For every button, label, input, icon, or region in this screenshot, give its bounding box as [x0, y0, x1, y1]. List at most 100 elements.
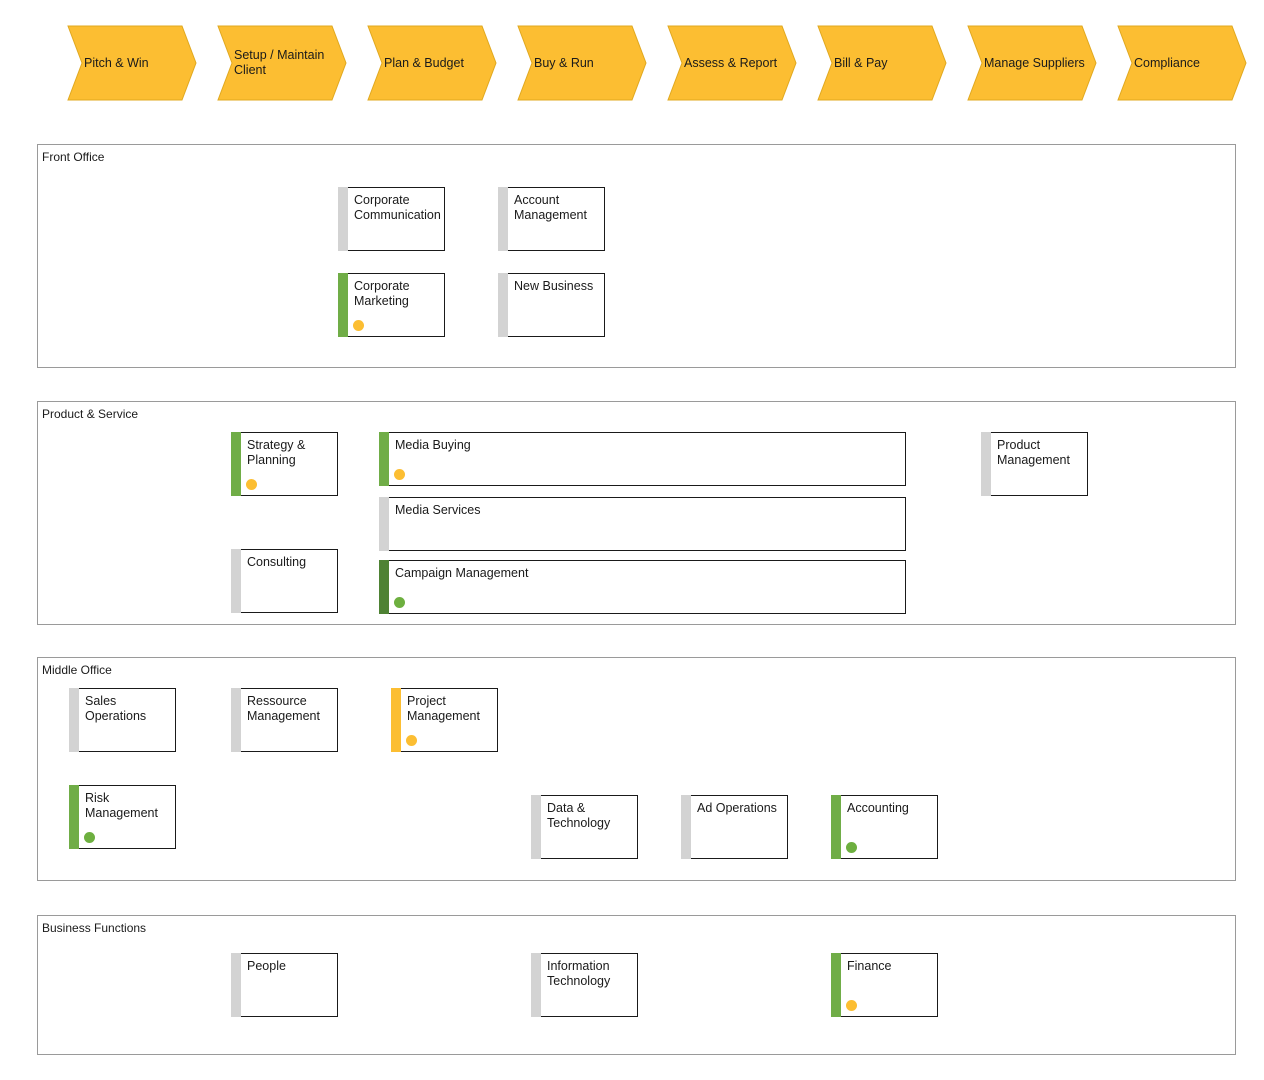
swimlane-business-functions: Business Functions People Information Te…	[37, 915, 1236, 1055]
status-bar	[69, 688, 79, 752]
status-bar	[531, 953, 541, 1017]
capability-accounting[interactable]: Accounting	[831, 795, 938, 859]
status-bar	[498, 273, 508, 337]
capability-label: Media Buying	[395, 438, 471, 452]
chevron-label: Manage Suppliers	[984, 55, 1085, 70]
capability-label: Account Management	[514, 193, 587, 222]
capability-ressource-management[interactable]: Ressource Management	[231, 688, 338, 752]
capability-project-management[interactable]: Project Management	[391, 688, 498, 752]
chevron-label: Compliance	[1134, 55, 1201, 70]
capability-label: Finance	[847, 959, 892, 973]
capability-corporate-communication[interactable]: Corporate Communication	[338, 187, 445, 251]
chevron-label: Pitch & Win	[84, 55, 149, 70]
capability-media-services[interactable]: Media Services	[379, 497, 906, 551]
status-dot	[846, 1000, 857, 1011]
capability-label: Accounting	[847, 801, 909, 815]
capability-label: Ad Operations	[697, 801, 777, 815]
capability-account-management[interactable]: Account Management	[498, 187, 605, 251]
chevron-shape	[67, 25, 197, 101]
swimlane-middle-office: Middle Office Sales Operations Ressource…	[37, 657, 1236, 881]
capability-label: Sales Operations	[85, 694, 147, 723]
capability-label: People	[247, 959, 286, 973]
status-dot	[394, 597, 405, 608]
capability-label: Project Management	[407, 694, 480, 723]
chevron-compliance[interactable]: Compliance	[1117, 25, 1247, 101]
status-dot	[406, 735, 417, 746]
chevron-shape	[667, 25, 797, 101]
capability-strategy-planning[interactable]: Strategy & Planning	[231, 432, 338, 496]
status-bar	[69, 785, 79, 849]
capability-label: New Business	[514, 279, 594, 293]
chevron-shape	[217, 25, 347, 101]
swimlane-title: Business Functions	[42, 921, 147, 935]
capability-finance[interactable]: Finance	[831, 953, 938, 1017]
capability-consulting[interactable]: Consulting	[231, 549, 338, 613]
capability-product-management[interactable]: Product Management	[981, 432, 1088, 496]
capability-sales-operations[interactable]: Sales Operations	[69, 688, 176, 752]
capability-data-technology[interactable]: Data & Technology	[531, 795, 638, 859]
chevron-shape	[817, 25, 947, 101]
capability-label: Corporate Marketing	[354, 279, 410, 308]
status-bar	[379, 497, 389, 551]
chevron-shape	[367, 25, 497, 101]
status-bar	[231, 953, 241, 1017]
capability-new-business[interactable]: New Business	[498, 273, 605, 337]
chevron-label: Assess & Report	[684, 55, 778, 70]
value-chain: Pitch & Win Setup / Maintain Client Plan…	[0, 0, 1264, 110]
chevron-shape	[1117, 25, 1247, 101]
chevron-label: Buy & Run	[534, 55, 594, 70]
status-bar	[831, 795, 841, 859]
chevron-shape	[967, 25, 1097, 101]
chevron-label: Setup / Maintain Client	[234, 48, 325, 77]
capability-label: Campaign Management	[395, 566, 529, 580]
status-bar	[231, 688, 241, 752]
chevron-assess-report[interactable]: Assess & Report	[667, 25, 797, 101]
capability-corporate-marketing[interactable]: Corporate Marketing	[338, 273, 445, 337]
chevron-shape	[517, 25, 647, 101]
status-bar	[981, 432, 991, 496]
status-dot	[353, 320, 364, 331]
capability-label: Data & Technology	[547, 801, 611, 830]
status-dot	[846, 842, 857, 853]
capability-people[interactable]: People	[231, 953, 338, 1017]
capability-label: Ressource Management	[247, 694, 320, 723]
capability-label: Risk Management	[85, 791, 158, 820]
status-bar	[338, 187, 348, 251]
capability-campaign-management[interactable]: Campaign Management	[379, 560, 906, 614]
chevron-bill-pay[interactable]: Bill & Pay	[817, 25, 947, 101]
status-bar	[379, 432, 389, 486]
swimlane-front-office: Front Office Corporate Communication Acc…	[37, 144, 1236, 368]
status-bar	[379, 560, 389, 614]
status-bar	[831, 953, 841, 1017]
status-dot	[84, 832, 95, 843]
status-dot	[394, 469, 405, 480]
capability-label: Corporate Communication	[354, 193, 441, 222]
chevron-buy-run[interactable]: Buy & Run	[517, 25, 647, 101]
status-bar	[231, 549, 241, 613]
capability-label: Product Management	[997, 438, 1070, 467]
status-bar	[531, 795, 541, 859]
swimlane-title: Middle Office	[42, 663, 112, 677]
status-bar	[681, 795, 691, 859]
capability-label: Information Technology	[547, 959, 611, 988]
swimlane-product-service: Product & Service Strategy & Planning Me…	[37, 401, 1236, 625]
swimlane-title: Product & Service	[42, 407, 139, 421]
capability-label: Strategy & Planning	[247, 438, 306, 467]
chevron-pitch-win[interactable]: Pitch & Win	[67, 25, 197, 101]
capability-information-technology[interactable]: Information Technology	[531, 953, 638, 1017]
chevron-label: Bill & Pay	[834, 55, 888, 70]
status-bar	[498, 187, 508, 251]
swimlane-title: Front Office	[42, 150, 105, 164]
capability-label: Consulting	[247, 555, 307, 569]
chevron-label: Plan & Budget	[384, 55, 464, 70]
chevron-setup-maintain-client[interactable]: Setup / Maintain Client	[217, 25, 347, 101]
chevron-manage-suppliers[interactable]: Manage Suppliers	[967, 25, 1097, 101]
status-bar	[391, 688, 401, 752]
capability-media-buying[interactable]: Media Buying	[379, 432, 906, 486]
capability-risk-management[interactable]: Risk Management	[69, 785, 176, 849]
chevron-plan-budget[interactable]: Plan & Budget	[367, 25, 497, 101]
status-bar	[338, 273, 348, 337]
status-bar	[231, 432, 241, 496]
status-dot	[246, 479, 257, 490]
capability-ad-operations[interactable]: Ad Operations	[681, 795, 788, 859]
